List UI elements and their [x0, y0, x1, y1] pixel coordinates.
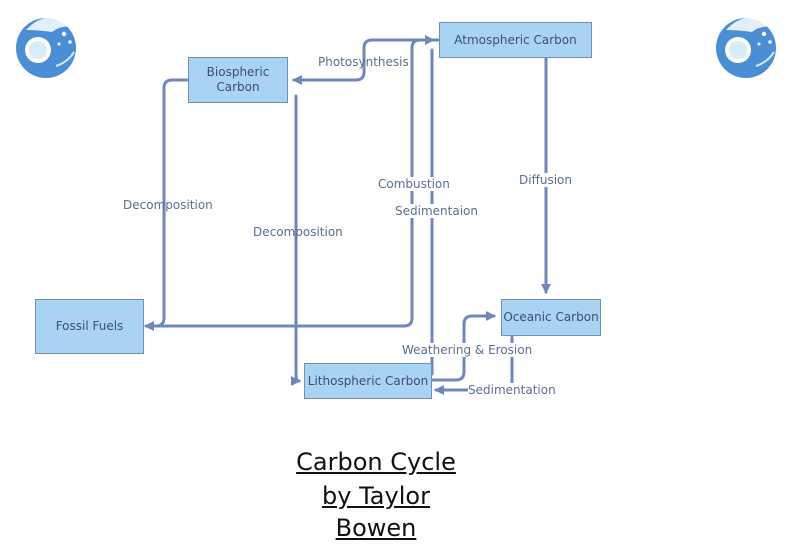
label-combustion: Combustion [378, 177, 450, 191]
title-line-3: Bowen [335, 514, 417, 542]
node-biospheric-carbon: Biospheric Carbon [188, 57, 288, 103]
title-line-2: by Taylor [322, 482, 430, 510]
label-diffusion: Diffusion [519, 173, 572, 187]
label-decomposition-litho: Decomposition [253, 225, 343, 239]
globe-logo-icon-left [16, 17, 76, 78]
node-oceanic-carbon: Oceanic Carbon [501, 299, 601, 336]
node-lithospheric-carbon: Lithospheric Carbon [304, 363, 432, 399]
globe-logo-icon-right [716, 17, 776, 78]
label-sedimentation-atm: Sedimentaion [395, 204, 478, 218]
label-sedimentation-ocean: Sedimentation [468, 383, 556, 397]
label-decomposition-fossil: Decomposition [123, 198, 213, 212]
label-photosynthesis: Photosynthesis [318, 55, 409, 69]
arrow-photosynthesis [292, 38, 440, 85]
node-fossil-fuels: Fossil Fuels [35, 299, 144, 354]
arrow-decomposition-litho-line [291, 94, 301, 386]
title-line-1: Carbon Cycle [296, 448, 456, 476]
node-atmospheric-carbon: Atmospheric Carbon [439, 22, 592, 58]
label-weathering-erosion: Weathering & Erosion [402, 343, 533, 357]
